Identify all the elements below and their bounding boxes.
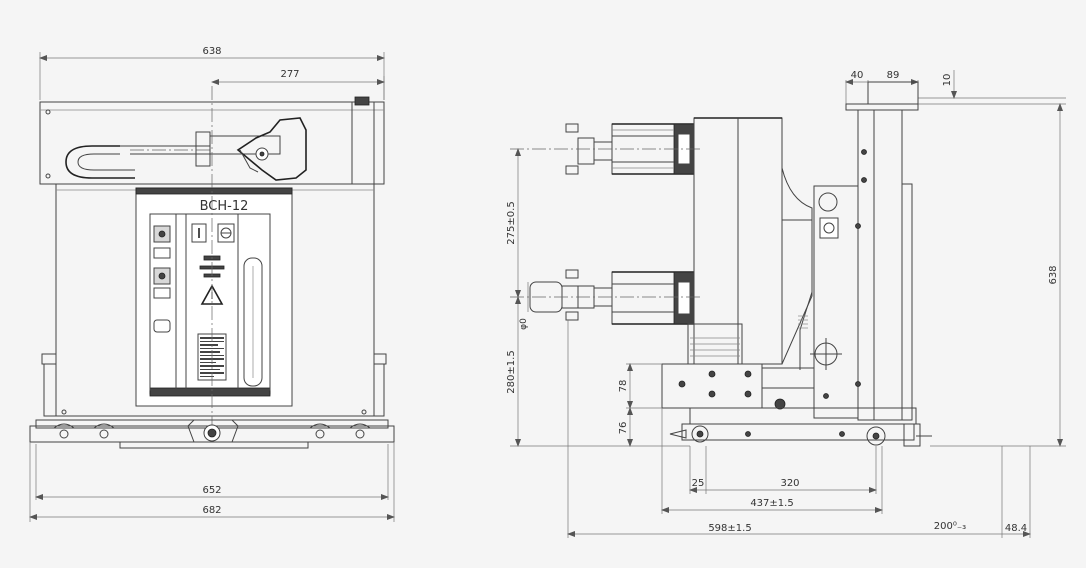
dim-label-277: 277 — [280, 69, 299, 80]
right-post — [351, 101, 375, 185]
dim-side-height: 638 — [930, 103, 1066, 447]
nameplate-label: BCH-12 — [200, 199, 249, 214]
dim-front-bottom: 652 682 — [29, 442, 395, 522]
dim-side-block: 78 76 — [618, 363, 662, 447]
dim-label-76: 76 — [618, 422, 629, 435]
warning-triangle-icon — [200, 284, 224, 305]
base-block — [661, 363, 815, 409]
upper-contact-arm — [565, 123, 695, 175]
dim-label-280: 280±1.5 — [506, 350, 517, 393]
dim-side-top: 40 89 10 — [845, 70, 1066, 105]
dim-label-phi: φ0 — [519, 318, 529, 330]
dim-label-78: 78 — [618, 380, 629, 393]
chassis-truck — [29, 419, 395, 449]
main-body — [55, 183, 375, 417]
dim-label-side-638: 638 — [1048, 265, 1059, 284]
dim-label-89: 89 — [887, 70, 900, 81]
dim-front-center: 277 — [211, 69, 385, 100]
dim-label-10: 10 — [942, 74, 953, 87]
dim-label-40: 40 — [851, 70, 864, 81]
indicator-column — [153, 225, 171, 333]
dim-label-48: 48.4 — [1005, 523, 1027, 534]
dim-side-bottom: 25 320 437±1.5 598±1.5 200⁰₋₃ 48.4 — [567, 320, 1031, 538]
mechanism-housing — [774, 81, 919, 421]
dim-label-437: 437±1.5 — [750, 498, 793, 509]
side-chassis — [669, 407, 932, 447]
dim-label-598: 598±1.5 — [708, 523, 751, 534]
pole-housing — [687, 117, 813, 370]
dim-side-left: 275±0.5 φ0 280±1.5 — [506, 148, 690, 447]
front-view: 638 277 — [29, 46, 395, 522]
dim-label-638: 638 — [202, 46, 221, 57]
dim-label-682: 682 — [202, 505, 221, 516]
drive-lever — [65, 117, 307, 181]
dim-label-652: 652 — [202, 485, 221, 496]
dim-label-275: 275±0.5 — [506, 201, 517, 244]
dim-label-25: 25 — [692, 478, 705, 489]
dim-label-200: 200⁰₋₃ — [934, 521, 966, 532]
dim-label-320: 320 — [780, 478, 799, 489]
side-view: 40 89 10 638 — [506, 70, 1066, 538]
